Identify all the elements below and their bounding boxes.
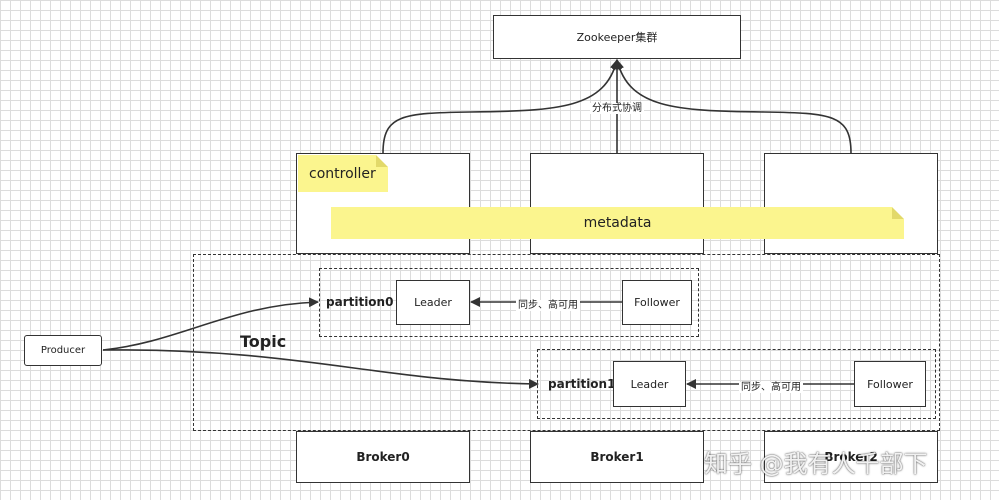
producer-box: Producer: [24, 335, 102, 366]
topic-label: Topic: [240, 332, 287, 351]
controller-note: controller: [298, 155, 388, 192]
partition1-label: partition1: [548, 377, 616, 391]
broker0-label: Broker0: [356, 450, 410, 464]
partition1-follower-box: Follower: [854, 361, 926, 407]
note-fold-corner: [892, 207, 904, 219]
producer-to-partition0-line: [102, 297, 319, 351]
producer-label: Producer: [40, 345, 86, 356]
partition1-leader-box: Leader: [613, 361, 686, 407]
broker0-to-zookeeper-line: [382, 59, 620, 154]
partition0-region: [319, 268, 699, 337]
partition0-label: partition0: [326, 295, 394, 309]
topic-region: [193, 254, 940, 431]
broker2-label: Broker2: [824, 450, 878, 464]
coordination-label-wrap: 分布式协调: [580, 99, 654, 115]
producer-to-partition1-line: [102, 349, 539, 389]
partition0-follower-box: Follower: [622, 280, 692, 325]
coordination-label: 分布式协调: [590, 103, 644, 114]
zookeeper-label: Zookeeper集群: [576, 31, 658, 44]
metadata-label: metadata: [583, 215, 652, 231]
partition1-follower-label: Follower: [867, 377, 913, 391]
controller-label: controller: [309, 165, 376, 182]
partition0-follower-label: Follower: [634, 296, 680, 309]
broker1-label: Broker1: [590, 450, 644, 464]
zookeeper-cluster-box: Zookeeper集群: [493, 15, 741, 59]
partition1-region: [537, 349, 936, 419]
broker0-box: Broker0: [296, 431, 470, 483]
broker1-box: Broker1: [530, 431, 704, 483]
broker2-to-zookeeper-line: [614, 59, 852, 154]
partition0-leader-box: Leader: [396, 280, 470, 325]
partition0-sync-label-wrap: 同步、高可用: [508, 296, 588, 311]
partition1-leader-label: Leader: [630, 377, 669, 391]
partition1-sync-label: 同步、高可用: [739, 382, 803, 393]
metadata-note: metadata: [331, 207, 904, 239]
note-fold-corner: [376, 155, 388, 167]
watermark-text: 知乎 @我有人千部下: [704, 450, 928, 478]
partition1-sync-label-wrap: 同步、高可用: [731, 378, 811, 393]
partition0-leader-label: Leader: [414, 296, 452, 309]
partition0-sync-label: 同步、高可用: [516, 300, 580, 311]
broker2-box: Broker2: [764, 431, 938, 483]
